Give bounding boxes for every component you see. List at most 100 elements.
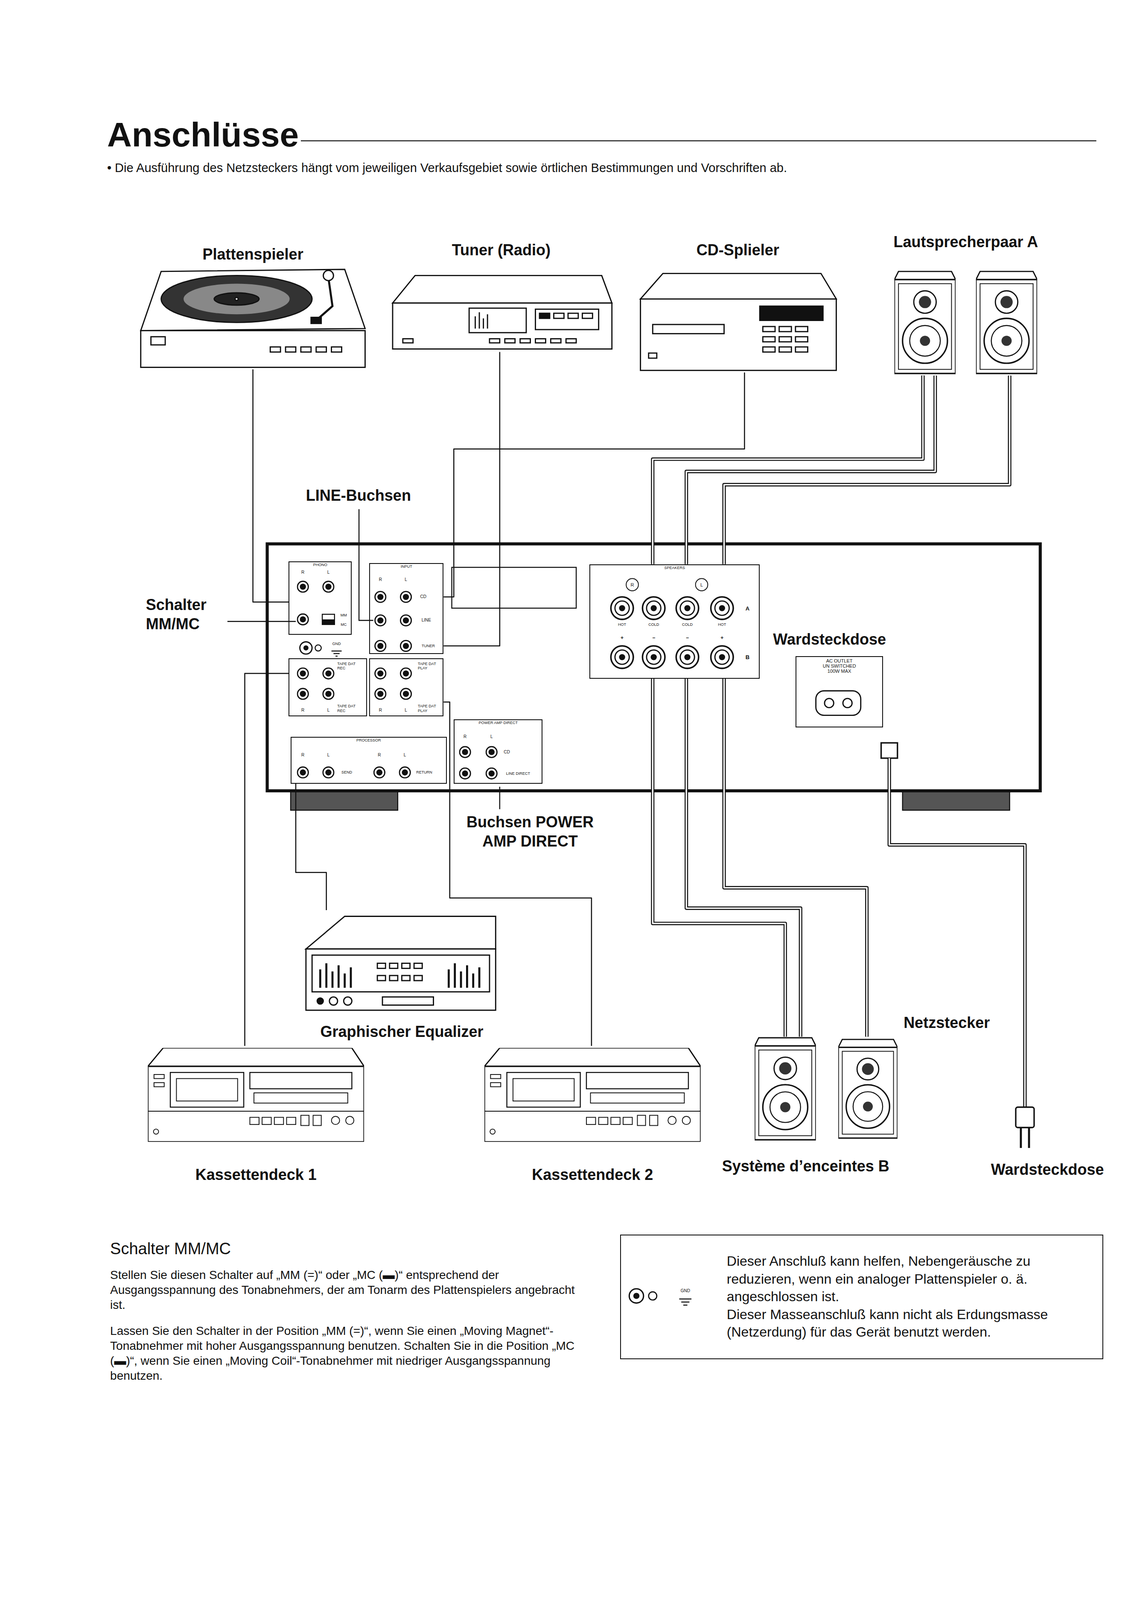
- speaker-terminal: [642, 596, 665, 620]
- cd-player-drawing: [652, 324, 724, 334]
- equalizer-drawing: [460, 971, 463, 988]
- graphic-equalizer: Graphischer Equalizer: [303, 909, 500, 1041]
- speaker-wire: [724, 678, 868, 1037]
- channel-label: L: [327, 752, 330, 758]
- tuner-drawing: [478, 311, 481, 329]
- audio-jack: [375, 667, 386, 679]
- polarity-label: −: [685, 635, 689, 641]
- amplifier-rear-panel: [842, 698, 853, 708]
- turntable-drawing: [331, 346, 342, 353]
- device-label: Wardsteckdose: [991, 1160, 1105, 1179]
- panel-heading: SPEAKERS: [590, 565, 759, 570]
- speaker-wire: [724, 678, 868, 1037]
- input-section: INPUT: [369, 562, 444, 654]
- amplifier-rear-panel: [322, 614, 335, 625]
- channel-label: L: [327, 570, 330, 575]
- cd-player-drawing: [779, 346, 792, 353]
- audio-jack: [400, 688, 412, 700]
- equalizer-drawing: [306, 948, 496, 1010]
- audio-jack: [297, 667, 309, 679]
- terminal-label: HOT: [717, 622, 726, 627]
- leader-line: [499, 786, 501, 810]
- equalizer-drawing: [329, 996, 338, 1005]
- cable-line: [253, 369, 289, 602]
- turntable-drawing: [323, 270, 334, 281]
- amplifier-rear-panel: [333, 652, 340, 654]
- jack-label: TAPE DAT REC: [337, 661, 365, 671]
- cd-player: CD-Splieler: [637, 240, 839, 373]
- note-text: Dieser Masseanschluß kann nicht als Erdu…: [726, 1305, 1095, 1341]
- speaker-drawing: [754, 1037, 816, 1140]
- jack-label: SEND: [341, 770, 353, 775]
- signal-cable: [443, 702, 592, 1047]
- signal-cable: [295, 783, 327, 910]
- channel-label: R: [301, 570, 305, 575]
- turntable: Plattenspieler: [140, 244, 366, 370]
- signal-cable: [443, 352, 500, 647]
- audio-jack: [375, 591, 386, 603]
- amplifier-rear-panel: [881, 742, 898, 758]
- audio-jack: [297, 581, 309, 592]
- switch-label: MM: [340, 613, 347, 618]
- speaker-wire: [686, 375, 1025, 1108]
- cd-player-drawing: [795, 346, 808, 353]
- speaker-terminal: [711, 645, 734, 669]
- audio-jack: [323, 581, 334, 592]
- cassette-deck: Kassettendeck 2: [479, 1045, 706, 1184]
- channel-label: L: [327, 708, 330, 713]
- speaker-wire: [686, 678, 801, 1037]
- device-label: Système d’enceintes B: [722, 1156, 890, 1175]
- mains-plug-drawing: [1028, 1127, 1031, 1148]
- panel-heading: PHONO: [289, 562, 351, 567]
- equalizer-drawing: [453, 962, 456, 988]
- device-label: Tuner (Radio): [451, 240, 551, 260]
- outlet-rating: AC OUTLET UN SWITCHED 100W MAX: [822, 658, 857, 674]
- speaker-wire: [889, 757, 1026, 1107]
- panel-heading: PROCESSOR: [291, 737, 446, 743]
- amplifier-rear-panel: [902, 791, 1010, 811]
- cable-core: [652, 375, 923, 565]
- channel-label: R: [301, 752, 305, 758]
- cassette-deck-drawing: [147, 1047, 365, 1142]
- equalizer-drawing: [413, 975, 423, 981]
- amplifier-rear-panel: [816, 690, 861, 715]
- cd-player-drawing: [762, 346, 776, 353]
- processor-section: PROCESSOR: [290, 736, 447, 784]
- polarity-label: −: [652, 635, 656, 641]
- tuner-drawing: [392, 275, 613, 304]
- tuner-drawing: [535, 308, 599, 330]
- mains-plug-drawing: [1015, 1106, 1035, 1128]
- equalizer-drawing: [401, 962, 410, 968]
- tuner-drawing: [520, 338, 531, 344]
- channel-label: L: [404, 708, 408, 713]
- cd-player-drawing: [640, 273, 837, 300]
- amplifier-rear-panel: [626, 578, 639, 591]
- switch-label: MC: [340, 622, 347, 627]
- audio-jack: [297, 766, 309, 778]
- device-label: Lautsprecherpaar A: [893, 232, 1038, 251]
- gnd-label: GND: [680, 1288, 691, 1293]
- title-rule: [300, 140, 1097, 142]
- audio-jack: [400, 667, 412, 679]
- cable-line: [443, 702, 592, 1047]
- channel-label: L: [700, 582, 703, 587]
- turntable-drawing: [316, 277, 333, 321]
- amplifier-rear-panel: [314, 644, 321, 651]
- turntable-drawing: [214, 292, 260, 306]
- tuner-drawing: [565, 338, 577, 344]
- equalizer-drawing: [325, 962, 328, 988]
- speaker-terminal: [610, 596, 634, 620]
- amplifier-rear-panel: [331, 650, 342, 652]
- tuner-drawing: [582, 313, 593, 319]
- channel-label: L: [403, 752, 407, 758]
- amplifier-rear-panel: [322, 619, 335, 625]
- speaker-set-label: A: [745, 605, 750, 611]
- speaker-drawing: [838, 1039, 898, 1138]
- equalizer-drawing: [343, 996, 352, 1005]
- channel-label: R: [301, 708, 305, 713]
- cable-line: [652, 375, 923, 565]
- jack-label: TAPE DAT PLAY: [417, 703, 441, 713]
- tuner-drawing: [486, 314, 489, 329]
- turntable-drawing: [140, 269, 366, 368]
- audio-jack: [400, 640, 412, 651]
